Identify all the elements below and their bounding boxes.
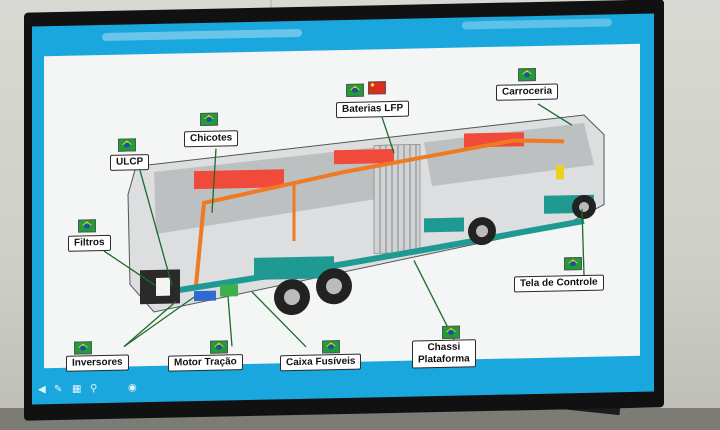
label-baterias-lfp: Baterias LFP	[336, 100, 410, 119]
label-chassi-line: Chassi	[427, 341, 461, 354]
label-chassi-plataforma: Chassi Plataforma	[412, 339, 476, 369]
brazil-flag-icon	[564, 257, 582, 271]
articulated-bus-illustration	[103, 103, 605, 348]
roof-battery-pack	[334, 148, 394, 165]
label-carroceria: Carroceria	[496, 83, 559, 101]
roof-battery-pack	[194, 169, 284, 190]
presentation-toolbar: ◀ ✎ ▦ ⚲ ◉	[32, 372, 654, 401]
play-icon[interactable]: ◀	[38, 384, 46, 396]
traction-motor	[220, 284, 238, 297]
brazil-flag-icon	[78, 219, 96, 233]
label-tela-de-controle: Tela de Controle	[514, 274, 604, 293]
label-ulcp: ULCP	[110, 154, 150, 171]
roof-battery-pack	[464, 132, 524, 148]
driver-seat	[556, 165, 564, 180]
label-caixa-fusiveis: Caixa Fusíveis	[280, 353, 362, 372]
brazil-flag-icon	[518, 67, 536, 82]
wheel	[468, 217, 496, 246]
chassis-rail	[153, 218, 585, 297]
label-motor-tracao: Motor Tração	[168, 354, 243, 372]
wheel	[274, 279, 310, 316]
zoom-icon[interactable]: ⚲	[90, 383, 98, 395]
wheel	[316, 268, 352, 305]
brazil-flag-icon	[442, 325, 460, 339]
filter-unit	[156, 277, 170, 296]
tv-frame: Carroceria Baterias LFP Chicotes ULCP Fi…	[24, 0, 664, 421]
china-flag-icon	[368, 81, 386, 95]
label-chicotes: Chicotes	[184, 130, 239, 148]
label-filtros: Filtros	[68, 234, 111, 252]
brazil-flag-icon	[74, 341, 92, 355]
brazil-flag-icon	[210, 340, 228, 354]
presentation-slide: Carroceria Baterias LFP Chicotes ULCP Fi…	[44, 43, 640, 372]
more-icon[interactable]: ◉	[128, 382, 137, 394]
label-plataforma-line: Plataforma	[418, 353, 470, 366]
brazil-flag-icon	[118, 138, 136, 152]
rear-axle-frame	[254, 256, 334, 280]
screen-glare	[462, 18, 612, 30]
label-inversores: Inversores	[66, 354, 129, 372]
screen-glare	[102, 28, 302, 42]
leader-lines	[103, 103, 585, 348]
brazil-flag-icon	[346, 83, 364, 97]
inverter-unit	[194, 290, 216, 302]
slides-icon[interactable]: ▦	[72, 383, 82, 395]
brazil-flag-icon	[200, 112, 218, 127]
pen-icon[interactable]: ✎	[54, 383, 63, 396]
main-cable-run	[194, 138, 565, 286]
middle-axle-frame	[424, 217, 464, 233]
tv-screen: Carroceria Baterias LFP Chicotes ULCP Fi…	[32, 13, 654, 405]
brazil-flag-icon	[322, 340, 340, 354]
